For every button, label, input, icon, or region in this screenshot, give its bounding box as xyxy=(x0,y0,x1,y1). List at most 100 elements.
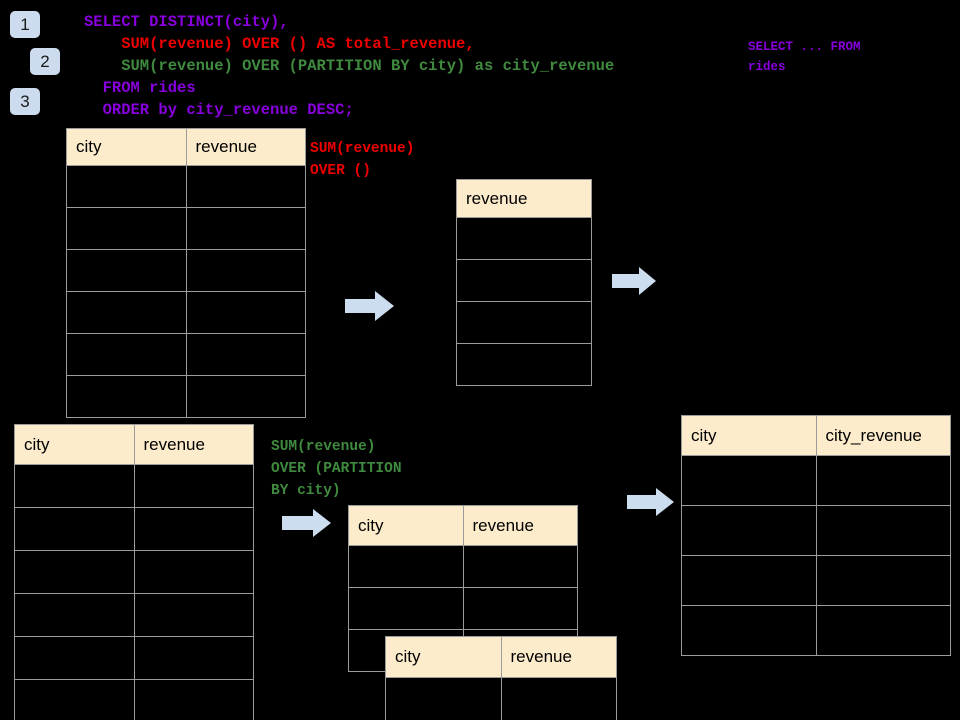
cell-city-revenue xyxy=(815,605,951,656)
table-row xyxy=(348,545,578,588)
cell-city xyxy=(681,555,817,606)
arrow-right-icon xyxy=(282,509,331,537)
cell-city xyxy=(681,455,817,506)
column-header-city: city xyxy=(681,415,817,456)
table-row xyxy=(66,375,306,418)
sql-line-city-revenue: SUM(revenue) OVER (PARTITION BY city) as… xyxy=(84,57,615,75)
cell-city-revenue xyxy=(815,505,951,556)
column-header-city: city xyxy=(66,128,187,166)
cell-revenue xyxy=(133,679,254,720)
partition-table-front: city revenue xyxy=(385,636,617,720)
cell-city xyxy=(66,333,187,376)
cell-city xyxy=(14,550,135,594)
cell-revenue xyxy=(500,677,617,720)
table-row xyxy=(681,455,951,506)
column-header-city: city xyxy=(348,505,464,546)
cell-city xyxy=(66,165,187,208)
column-header-revenue: revenue xyxy=(456,179,592,218)
arrow-right-icon xyxy=(612,267,656,295)
cell-city-revenue xyxy=(815,555,951,606)
column-header-city: city xyxy=(385,636,502,678)
arrow-right-icon xyxy=(345,291,394,321)
annotation-city-revenue: SUM(revenue) OVER (PARTITION BY city) xyxy=(271,439,402,499)
table-row xyxy=(14,593,254,637)
cell-city xyxy=(385,677,502,720)
sql-line-total-revenue: SUM(revenue) OVER () AS total_revenue, xyxy=(84,35,475,53)
column-header-revenue: revenue xyxy=(462,505,578,546)
cell-revenue xyxy=(133,593,254,637)
column-header-city: city xyxy=(14,424,135,465)
table-row xyxy=(14,507,254,551)
cell-city xyxy=(66,375,187,418)
step-badge-2: 2 xyxy=(30,48,60,75)
total-revenue-table: revenue xyxy=(456,179,592,386)
cell-city-revenue xyxy=(815,455,951,506)
step-badge-3: 3 xyxy=(10,88,40,115)
rides-source-table-2: city revenue xyxy=(14,424,254,720)
result-table: city city_revenue xyxy=(681,415,951,656)
cell-revenue xyxy=(462,587,578,630)
sql-aside-snippet: SELECT ... FROM rides xyxy=(748,40,861,74)
cell-revenue xyxy=(185,165,306,208)
table-header-row: city revenue xyxy=(348,505,578,546)
table-header-row: city revenue xyxy=(66,128,306,166)
cell-revenue xyxy=(462,545,578,588)
cell-city xyxy=(14,593,135,637)
table-row xyxy=(14,464,254,508)
column-header-revenue: revenue xyxy=(133,424,254,465)
cell-city xyxy=(14,636,135,680)
annotation-total-revenue: SUM(revenue) OVER () xyxy=(310,141,415,179)
cell-city xyxy=(14,464,135,508)
table-row xyxy=(14,636,254,680)
cell-city xyxy=(66,249,187,292)
table-row xyxy=(385,677,617,720)
table-row xyxy=(456,301,592,344)
cell-revenue xyxy=(456,343,592,386)
cell-revenue xyxy=(133,507,254,551)
cell-revenue xyxy=(133,464,254,508)
table-header-row: city city_revenue xyxy=(681,415,951,456)
table-row xyxy=(14,679,254,720)
table-row xyxy=(14,550,254,594)
table-row xyxy=(66,207,306,250)
cell-city xyxy=(66,291,187,334)
cell-revenue xyxy=(133,636,254,680)
table-header-row: revenue xyxy=(456,179,592,218)
cell-revenue xyxy=(185,333,306,376)
table-row xyxy=(456,217,592,260)
sql-line-select: SELECT DISTINCT(city), xyxy=(84,13,289,31)
table-row xyxy=(66,291,306,334)
cell-city xyxy=(681,605,817,656)
cell-revenue xyxy=(456,301,592,344)
cell-city xyxy=(681,505,817,556)
cell-revenue xyxy=(456,259,592,302)
table-row xyxy=(681,555,951,606)
table-row xyxy=(681,605,951,656)
cell-city xyxy=(348,587,464,630)
table-row xyxy=(456,343,592,386)
cell-revenue xyxy=(185,291,306,334)
cell-city xyxy=(14,507,135,551)
cell-revenue xyxy=(185,207,306,250)
arrow-right-icon xyxy=(627,488,674,516)
table-row xyxy=(456,259,592,302)
cell-revenue xyxy=(133,550,254,594)
table-row xyxy=(66,249,306,292)
table-header-row: city revenue xyxy=(14,424,254,465)
table-row xyxy=(66,333,306,376)
sql-line-order-by: ORDER by city_revenue DESC; xyxy=(84,101,354,119)
table-row xyxy=(681,505,951,556)
step-badge-1: 1 xyxy=(10,11,40,38)
column-header-revenue: revenue xyxy=(185,128,306,166)
cell-city xyxy=(66,207,187,250)
table-row xyxy=(66,165,306,208)
column-header-revenue: revenue xyxy=(500,636,617,678)
cell-revenue xyxy=(185,375,306,418)
cell-revenue xyxy=(456,217,592,260)
table-row xyxy=(348,587,578,630)
column-header-city-revenue: city_revenue xyxy=(815,415,951,456)
cell-city xyxy=(348,545,464,588)
cell-city xyxy=(14,679,135,720)
table-header-row: city revenue xyxy=(385,636,617,678)
